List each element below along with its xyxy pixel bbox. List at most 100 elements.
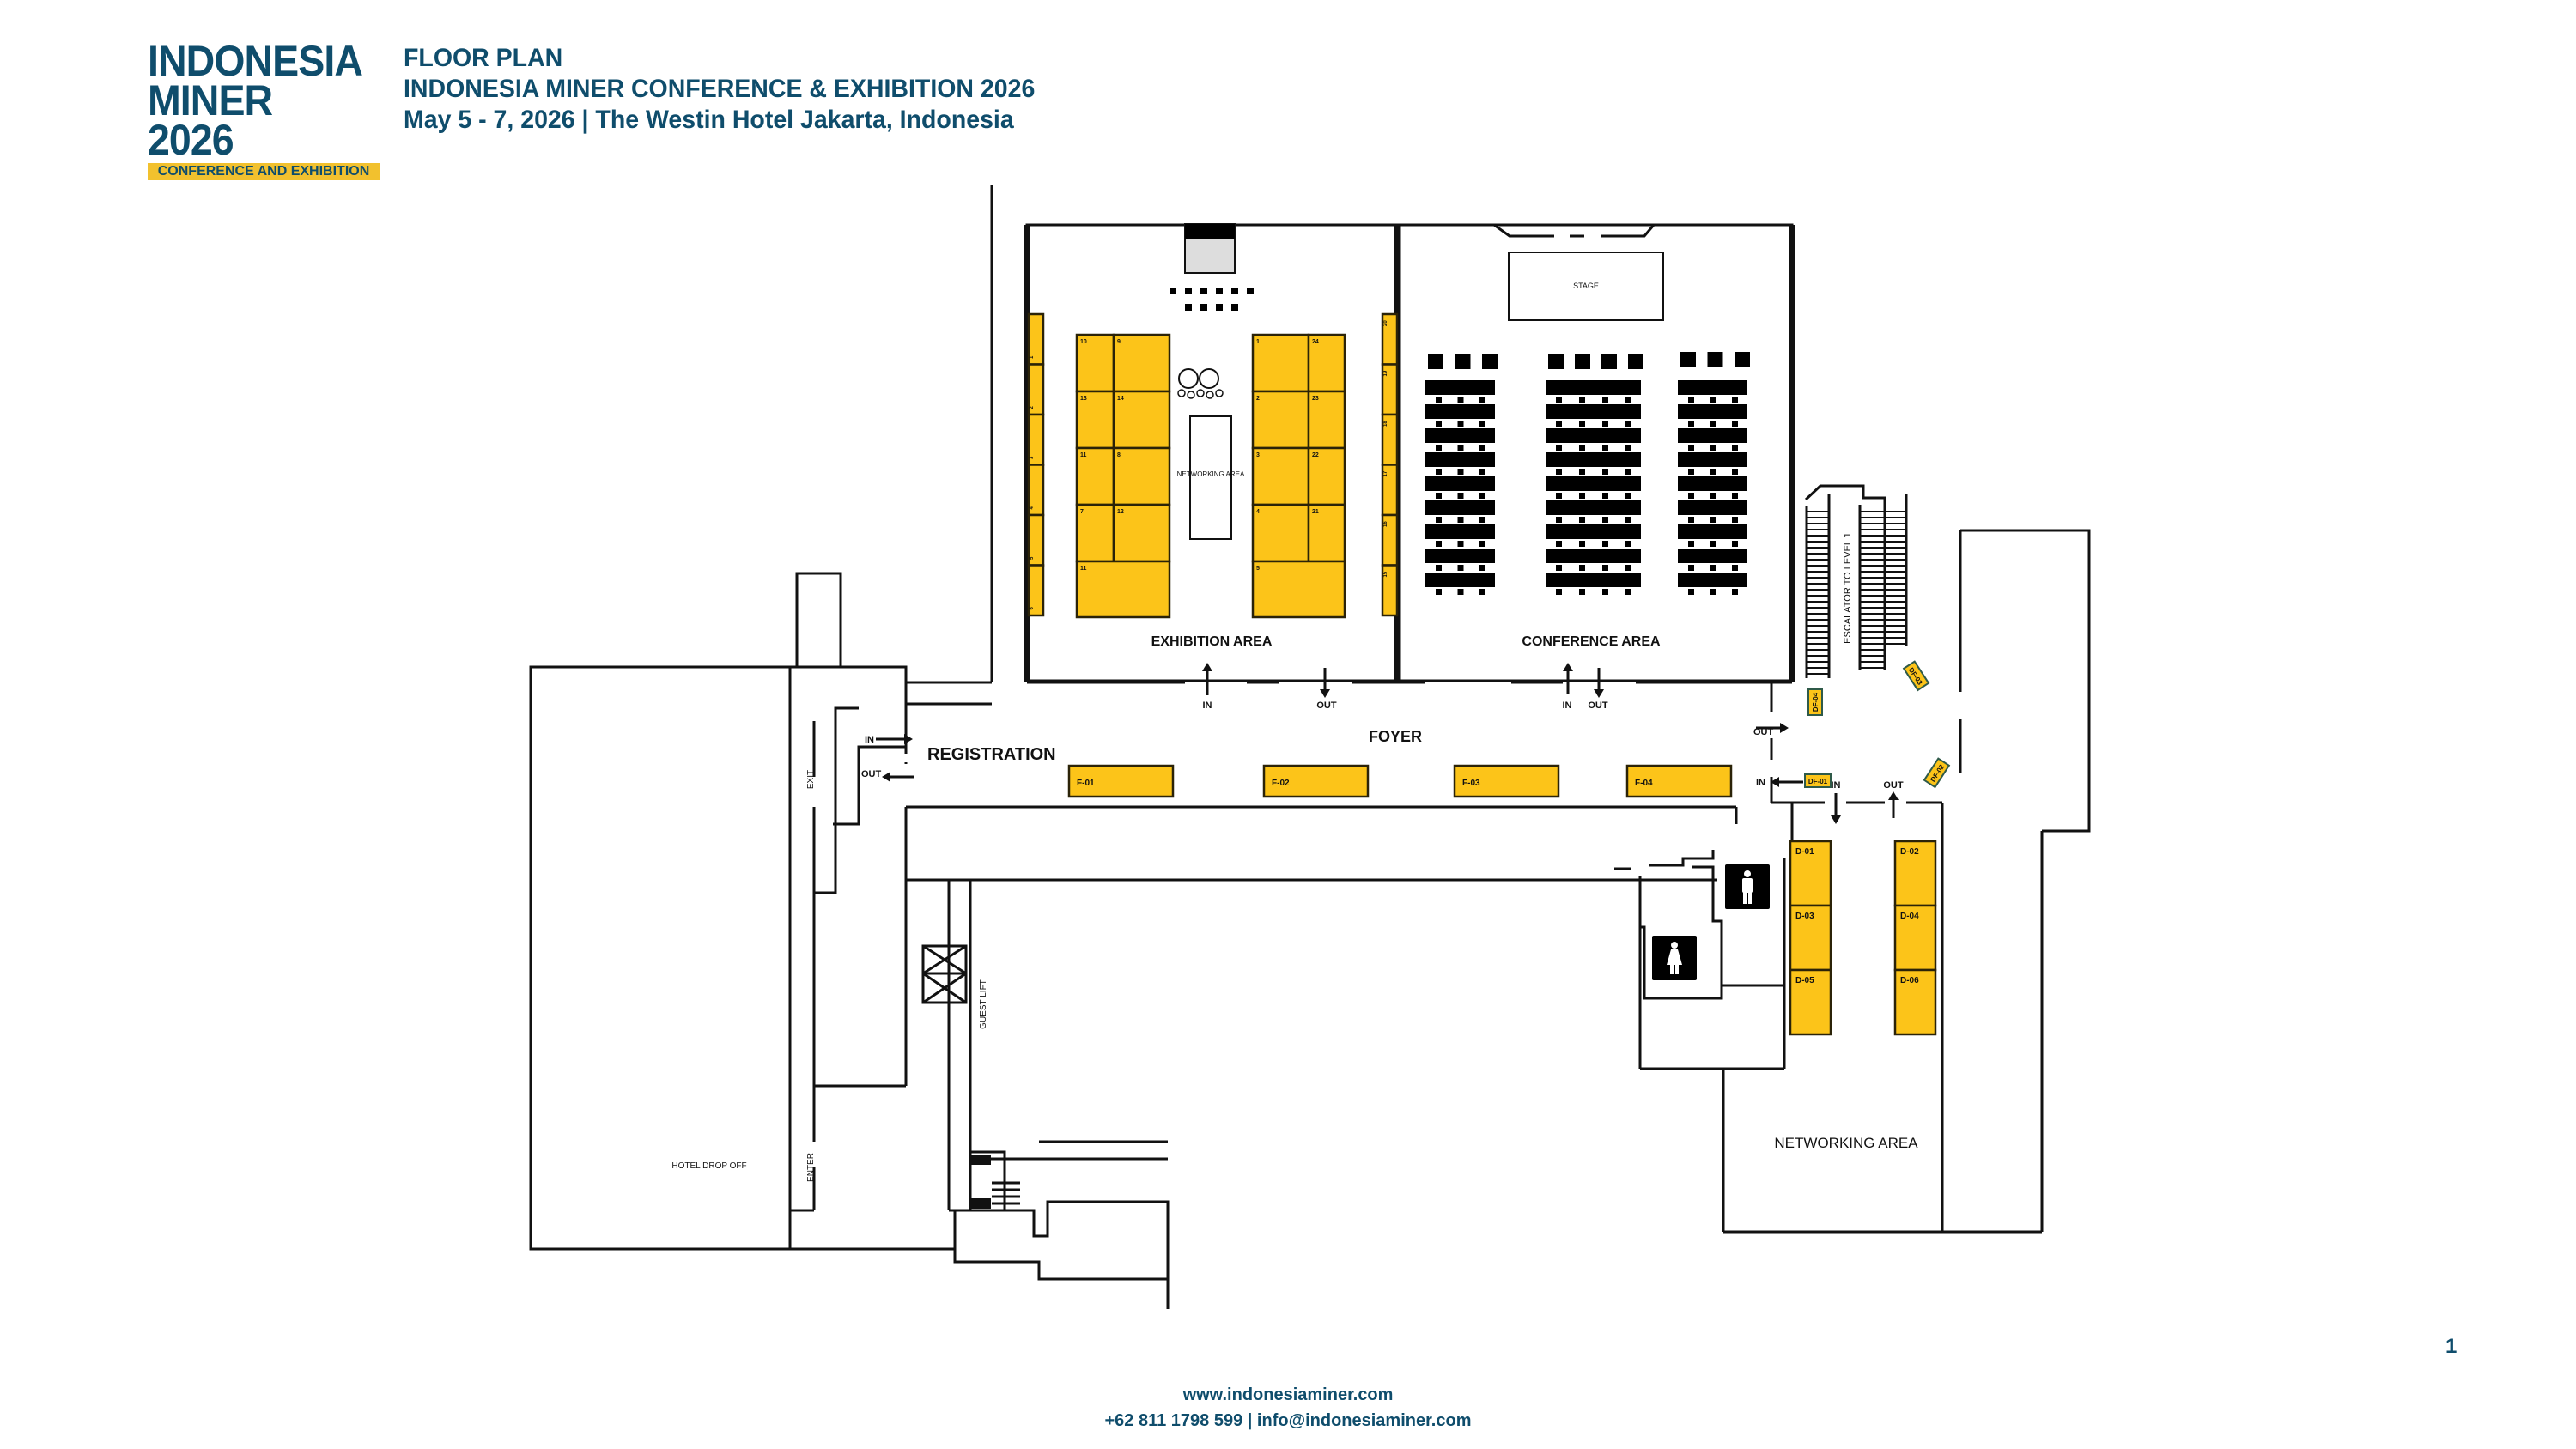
booth-exhibition[interactable]: 2	[1251, 390, 1310, 450]
booth-wall[interactable]: 1	[1027, 312, 1045, 366]
booth-foyer-1[interactable]: F-01	[1067, 764, 1175, 798]
booth-foyer-3[interactable]: F-03	[1453, 764, 1560, 798]
footer-website[interactable]: www.indonesiaminer.com	[1182, 1385, 1394, 1404]
chair	[1548, 354, 1564, 369]
chair	[1602, 589, 1608, 595]
booth-wall[interactable]: 19	[1381, 363, 1399, 416]
booth-d[interactable]: D-01	[1789, 840, 1832, 907]
chair	[1601, 354, 1617, 369]
chair	[1479, 469, 1485, 475]
booth-d[interactable]: D-04	[1893, 904, 1937, 972]
booth-wall[interactable]: 5	[1027, 513, 1045, 567]
booth-wall[interactable]: 6	[1027, 564, 1045, 617]
page-header: FLOOR PLAN INDONESIA MINER CONFERENCE & …	[404, 43, 1068, 136]
booth-wall[interactable]: 20	[1381, 312, 1399, 366]
booth-number: F-02	[1272, 779, 1290, 788]
svg-text:OUT: OUT	[1883, 780, 1904, 791]
booth-exhibition[interactable]: 9	[1112, 333, 1171, 393]
svg-text:IN: IN	[865, 735, 874, 745]
svg-text:DF-01: DF-01	[1808, 778, 1828, 785]
svg-text:IN: IN	[1563, 700, 1572, 711]
logo-line-2: MINER 2026	[148, 76, 273, 164]
booth-exhibition[interactable]: 11	[1075, 446, 1115, 506]
chair	[1436, 397, 1442, 403]
svg-text:OUT: OUT	[1588, 700, 1608, 711]
booth-exhibition[interactable]: 24	[1307, 333, 1346, 393]
chair	[1579, 541, 1585, 547]
chair	[1602, 517, 1608, 523]
booth-wall[interactable]: 15	[1381, 564, 1399, 617]
booth-df-03[interactable]: DF-03	[1902, 660, 1930, 692]
booth-exhibition[interactable]: 10	[1075, 333, 1115, 393]
booth-number: 6	[1030, 607, 1035, 610]
chair	[1579, 517, 1585, 523]
chair	[1710, 541, 1716, 547]
booth-foyer-2[interactable]: F-02	[1262, 764, 1370, 798]
booth-exhibition[interactable]: 4	[1251, 503, 1310, 563]
chair	[1556, 445, 1562, 451]
booth-number: 1	[1030, 355, 1035, 359]
booth-wall[interactable]: 16	[1381, 513, 1399, 567]
booth-wall[interactable]: 17	[1381, 464, 1399, 517]
booth-exhibition[interactable]: 11	[1075, 560, 1171, 619]
booth-exhibition[interactable]: 7	[1075, 503, 1115, 563]
conference-table	[1546, 428, 1641, 443]
chair	[1479, 589, 1485, 595]
booth-df-01[interactable]: DF-01	[1804, 773, 1832, 788]
chair	[1688, 469, 1694, 475]
booth-d[interactable]: D-06	[1893, 968, 1937, 1036]
chair	[1710, 397, 1716, 403]
booth-wall[interactable]: 3	[1027, 413, 1045, 466]
booth-exhibition[interactable]: 22	[1307, 446, 1346, 506]
flow-arrows: IN OUT IN OUT IN OUT OUT IN	[861, 663, 1904, 824]
conference-table	[1678, 476, 1747, 491]
booth-exhibition[interactable]: 1	[1251, 333, 1310, 393]
booth-number: 14	[1117, 396, 1124, 402]
booth-exhibition[interactable]: 21	[1307, 503, 1346, 563]
booth-exhibition[interactable]: 3	[1251, 446, 1310, 506]
chair	[1732, 541, 1738, 547]
booth-df-02[interactable]: DF-02	[1923, 757, 1951, 789]
chair	[1602, 421, 1608, 427]
booth-exhibition[interactable]: 8	[1112, 446, 1171, 506]
chair	[1556, 565, 1562, 571]
chair	[1710, 565, 1716, 571]
round-table	[1199, 368, 1219, 389]
booth-number: 19	[1383, 370, 1388, 376]
chair	[1436, 469, 1442, 475]
booth-exhibition[interactable]: 13	[1075, 390, 1115, 450]
chair	[1732, 469, 1738, 475]
booth-exhibition[interactable]: 14	[1112, 390, 1171, 450]
booth-df-04[interactable]: DF-04	[1807, 688, 1823, 716]
chair	[1732, 517, 1738, 523]
chair	[1579, 445, 1585, 451]
booth-wall[interactable]: 18	[1381, 413, 1399, 466]
chair	[1556, 397, 1562, 403]
chair	[1688, 541, 1694, 547]
booth-exhibition[interactable]: 12	[1112, 503, 1171, 563]
conference-out-arrow: OUT	[1588, 668, 1608, 711]
conference-table	[1678, 380, 1747, 395]
booth-exhibition[interactable]: 23	[1307, 390, 1346, 450]
booth-number: D-01	[1795, 847, 1814, 857]
booth-d[interactable]: D-02	[1893, 840, 1937, 907]
booth-number: 11	[1080, 452, 1087, 458]
booth-d[interactable]: D-05	[1789, 968, 1832, 1036]
logo-tagline: CONFERENCE AND EXHIBITION	[148, 163, 380, 180]
conference-table	[1425, 500, 1495, 515]
chair	[1602, 469, 1608, 475]
booth-foyer-4[interactable]: F-04	[1625, 764, 1733, 798]
booth-wall[interactable]: 4	[1027, 464, 1045, 517]
chair	[1732, 421, 1738, 427]
chair	[1710, 589, 1716, 595]
booth-wall[interactable]: 2	[1027, 363, 1045, 416]
chair	[1436, 589, 1442, 595]
escalator-label: ESCALATOR TO LEVEL 1	[1843, 532, 1853, 644]
enter-label: ENTER	[806, 1153, 816, 1182]
conference-table	[1546, 404, 1641, 419]
chair	[1710, 445, 1716, 451]
seat	[1185, 304, 1192, 311]
booth-d[interactable]: D-03	[1789, 904, 1832, 972]
guest-lift-label: GUEST LIFT	[979, 979, 988, 1029]
booth-exhibition[interactable]: 5	[1251, 560, 1346, 619]
